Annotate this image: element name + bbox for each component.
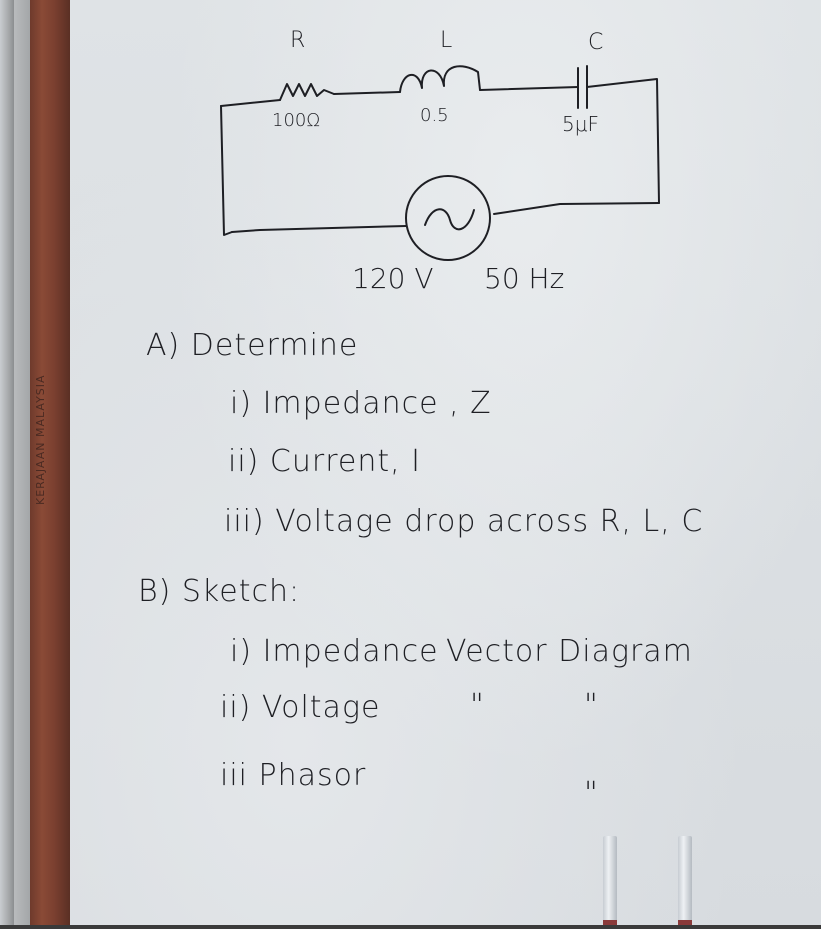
whiteboard-marker[interactable] — [603, 836, 617, 926]
wall-background — [0, 0, 14, 929]
ac-source-symbol — [405, 175, 491, 261]
inductor-symbol — [399, 65, 481, 93]
part-b-item-1-label: i) Impedance — [230, 634, 439, 669]
whiteboard-marker[interactable] — [678, 836, 692, 926]
marker-cap — [603, 920, 617, 926]
part-a-item-2: ii) Current, I — [228, 444, 422, 479]
source-frequency: 50 Hz — [484, 262, 565, 295]
inductor-label: L — [440, 28, 453, 53]
whiteboard-frame-edge — [14, 0, 34, 929]
part-b-item-1-rest: Vector Diagram — [446, 634, 693, 669]
part-a-item-1: i) Impedance , Z — [230, 386, 492, 421]
wire-top-left — [220, 99, 281, 107]
part-a-item-3: iii) Voltage drop across R, L, C — [224, 504, 704, 539]
part-b-item-2-ditto-2: " — [584, 688, 599, 723]
whiteboard-frame — [30, 0, 70, 929]
whiteboard-tray — [0, 925, 821, 929]
part-a-heading: A) Determine — [146, 328, 359, 363]
marker-cap — [678, 920, 692, 926]
source-voltage: 120 V — [352, 262, 434, 295]
resistor-label: R — [290, 28, 306, 53]
whiteboard — [70, 0, 821, 929]
part-b-item-2-ditto-1: " — [470, 688, 485, 723]
capacitor-value: 5μF — [562, 112, 599, 136]
part-b-heading: B) Sketch: — [138, 574, 301, 609]
part-b-item-3-label: iii Phasor — [220, 758, 367, 793]
inductor-value: 0.5 — [420, 105, 449, 126]
part-b-item-3-ditto: " — [584, 776, 599, 811]
capacitor-symbol — [577, 65, 588, 109]
capacitor-label: C — [588, 30, 604, 55]
part-b-item-2-label: ii) Voltage — [220, 690, 381, 725]
resistor-symbol — [279, 83, 335, 101]
resistor-value: 100Ω — [272, 110, 321, 131]
